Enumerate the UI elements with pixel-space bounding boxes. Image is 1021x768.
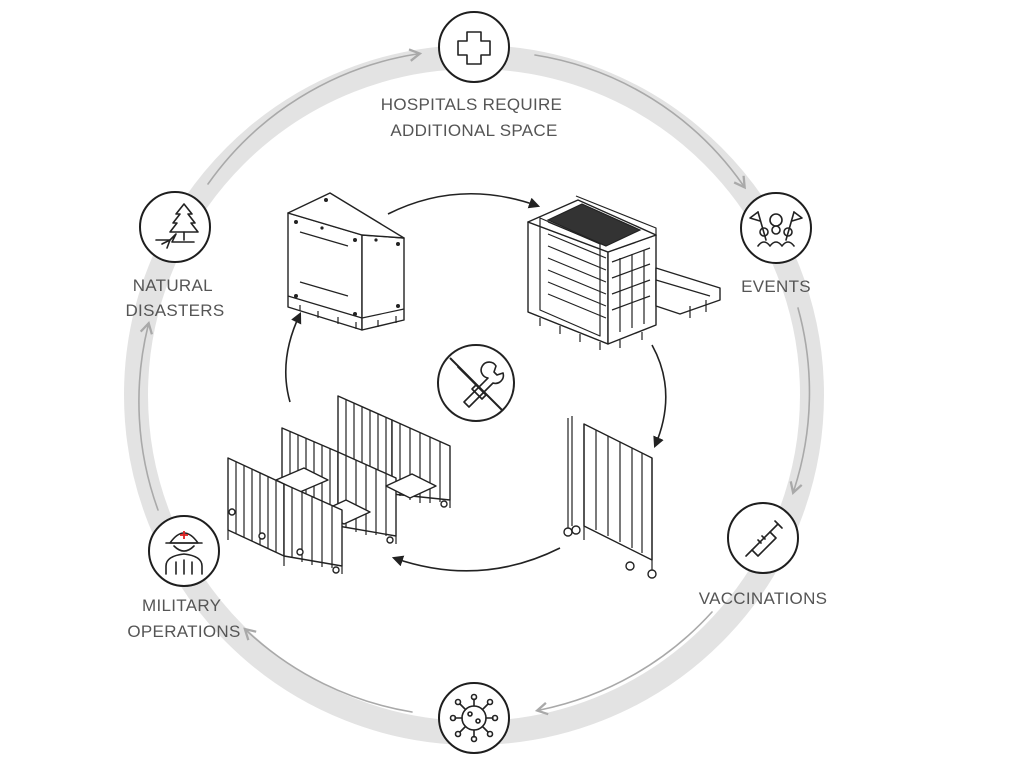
inner-cycle-arrows — [285, 192, 667, 572]
ring-arrows — [138, 48, 811, 716]
no-tools-icon — [437, 344, 515, 422]
natural-disaster-icon — [155, 203, 199, 249]
node-label-line: DISASTERS — [125, 301, 224, 320]
svg-text:HOSPITALS REQUIRE ADDITI: HOSPITALS REQUIRE ADDITIONAL SPACE — [381, 95, 567, 140]
node-label-line: NATURAL — [133, 276, 213, 295]
node-label-line: VACCINATIONS — [699, 589, 828, 608]
partition-booth-layout — [227, 395, 451, 574]
virus-icon — [449, 693, 499, 743]
node-hospitals: HOSPITALS REQUIRE ADDITIONAL SPACE — [381, 11, 567, 140]
shipping-crate — [287, 192, 405, 331]
svg-text:EVENTS: EVENTS — [741, 277, 811, 296]
soldier-icon — [165, 531, 203, 575]
svg-text:NATURAL DISASTERS: NATURAL DISASTERS — [125, 276, 224, 320]
node-label-line: MILITARY — [142, 596, 221, 615]
node-vaccinations: VACCINATIONS — [699, 502, 828, 608]
node-label-line: EVENTS — [741, 277, 811, 296]
node-label-line: OPERATIONS — [127, 622, 240, 641]
event-flags-icon — [749, 211, 803, 247]
node-events: EVENTS — [740, 192, 812, 296]
open-crate-with-panels — [527, 195, 721, 350]
svg-text:VACCINATIONS: VACCINATIONS — [699, 589, 828, 608]
node-military: MILITARY OPERATIONS — [127, 515, 240, 641]
node-pandemics — [438, 682, 510, 754]
node-disasters: NATURAL DISASTERS — [125, 191, 224, 320]
medical-cross-icon — [457, 31, 491, 65]
single-partition — [563, 416, 657, 579]
node-label-line: ADDITIONAL SPACE — [390, 121, 557, 140]
syringe-icon — [745, 520, 783, 557]
node-label-line: HOSPITALS REQUIRE — [381, 95, 562, 114]
svg-text:MILITARY OPERATIONS: MILITARY OPERATIONS — [127, 596, 240, 641]
